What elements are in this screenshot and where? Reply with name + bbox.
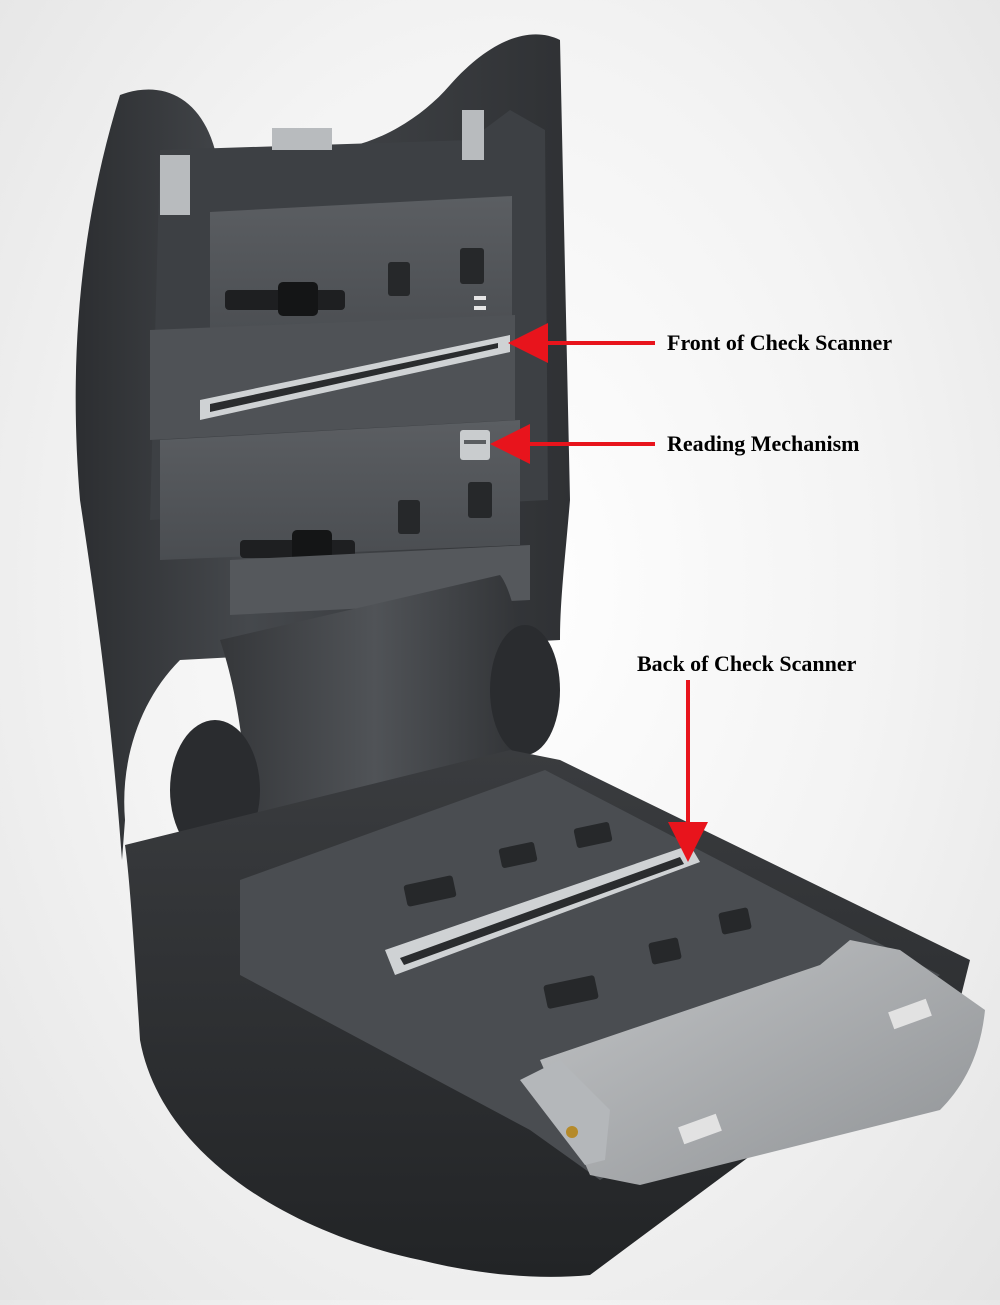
- upper-roller-right: [278, 282, 318, 316]
- back-pad-1: [403, 875, 457, 907]
- upper-indicator-2: [474, 306, 486, 310]
- lid-clip-center: [272, 128, 332, 150]
- upper-pad-1: [388, 262, 410, 296]
- lid-clip-left: [160, 155, 190, 215]
- tray-icon-left: [678, 1113, 722, 1145]
- lower-roller-right: [292, 530, 332, 562]
- lower-pad-2: [468, 482, 492, 518]
- reading-sensor: [460, 430, 490, 460]
- back-pad-3: [573, 822, 613, 848]
- back-pad-2: [498, 842, 538, 868]
- tray-icon-right: [888, 998, 932, 1030]
- label-back-of-check-scanner: Back of Check Scanner: [637, 651, 857, 676]
- reading-sensor-slot: [464, 440, 486, 444]
- tray-flap: [520, 1060, 610, 1165]
- label-reading-mechanism: Reading Mechanism: [667, 431, 860, 456]
- label-front-of-check-scanner: Front of Check Scanner: [667, 330, 893, 355]
- back-pad-4: [543, 975, 599, 1009]
- upper-pad-2: [460, 248, 484, 284]
- back-pad-5: [648, 937, 682, 965]
- hinge-right: [490, 625, 560, 755]
- upper-indicator-1: [474, 296, 486, 300]
- lid-clip-right: [462, 110, 484, 160]
- back-scan-slot: [400, 857, 684, 965]
- output-tray: [540, 940, 985, 1185]
- front-scan-slot: [210, 343, 498, 412]
- tray-screw: [566, 1126, 578, 1138]
- lower-pad-1: [398, 500, 420, 534]
- reading-panel: [160, 420, 520, 560]
- back-pad-6: [718, 907, 752, 935]
